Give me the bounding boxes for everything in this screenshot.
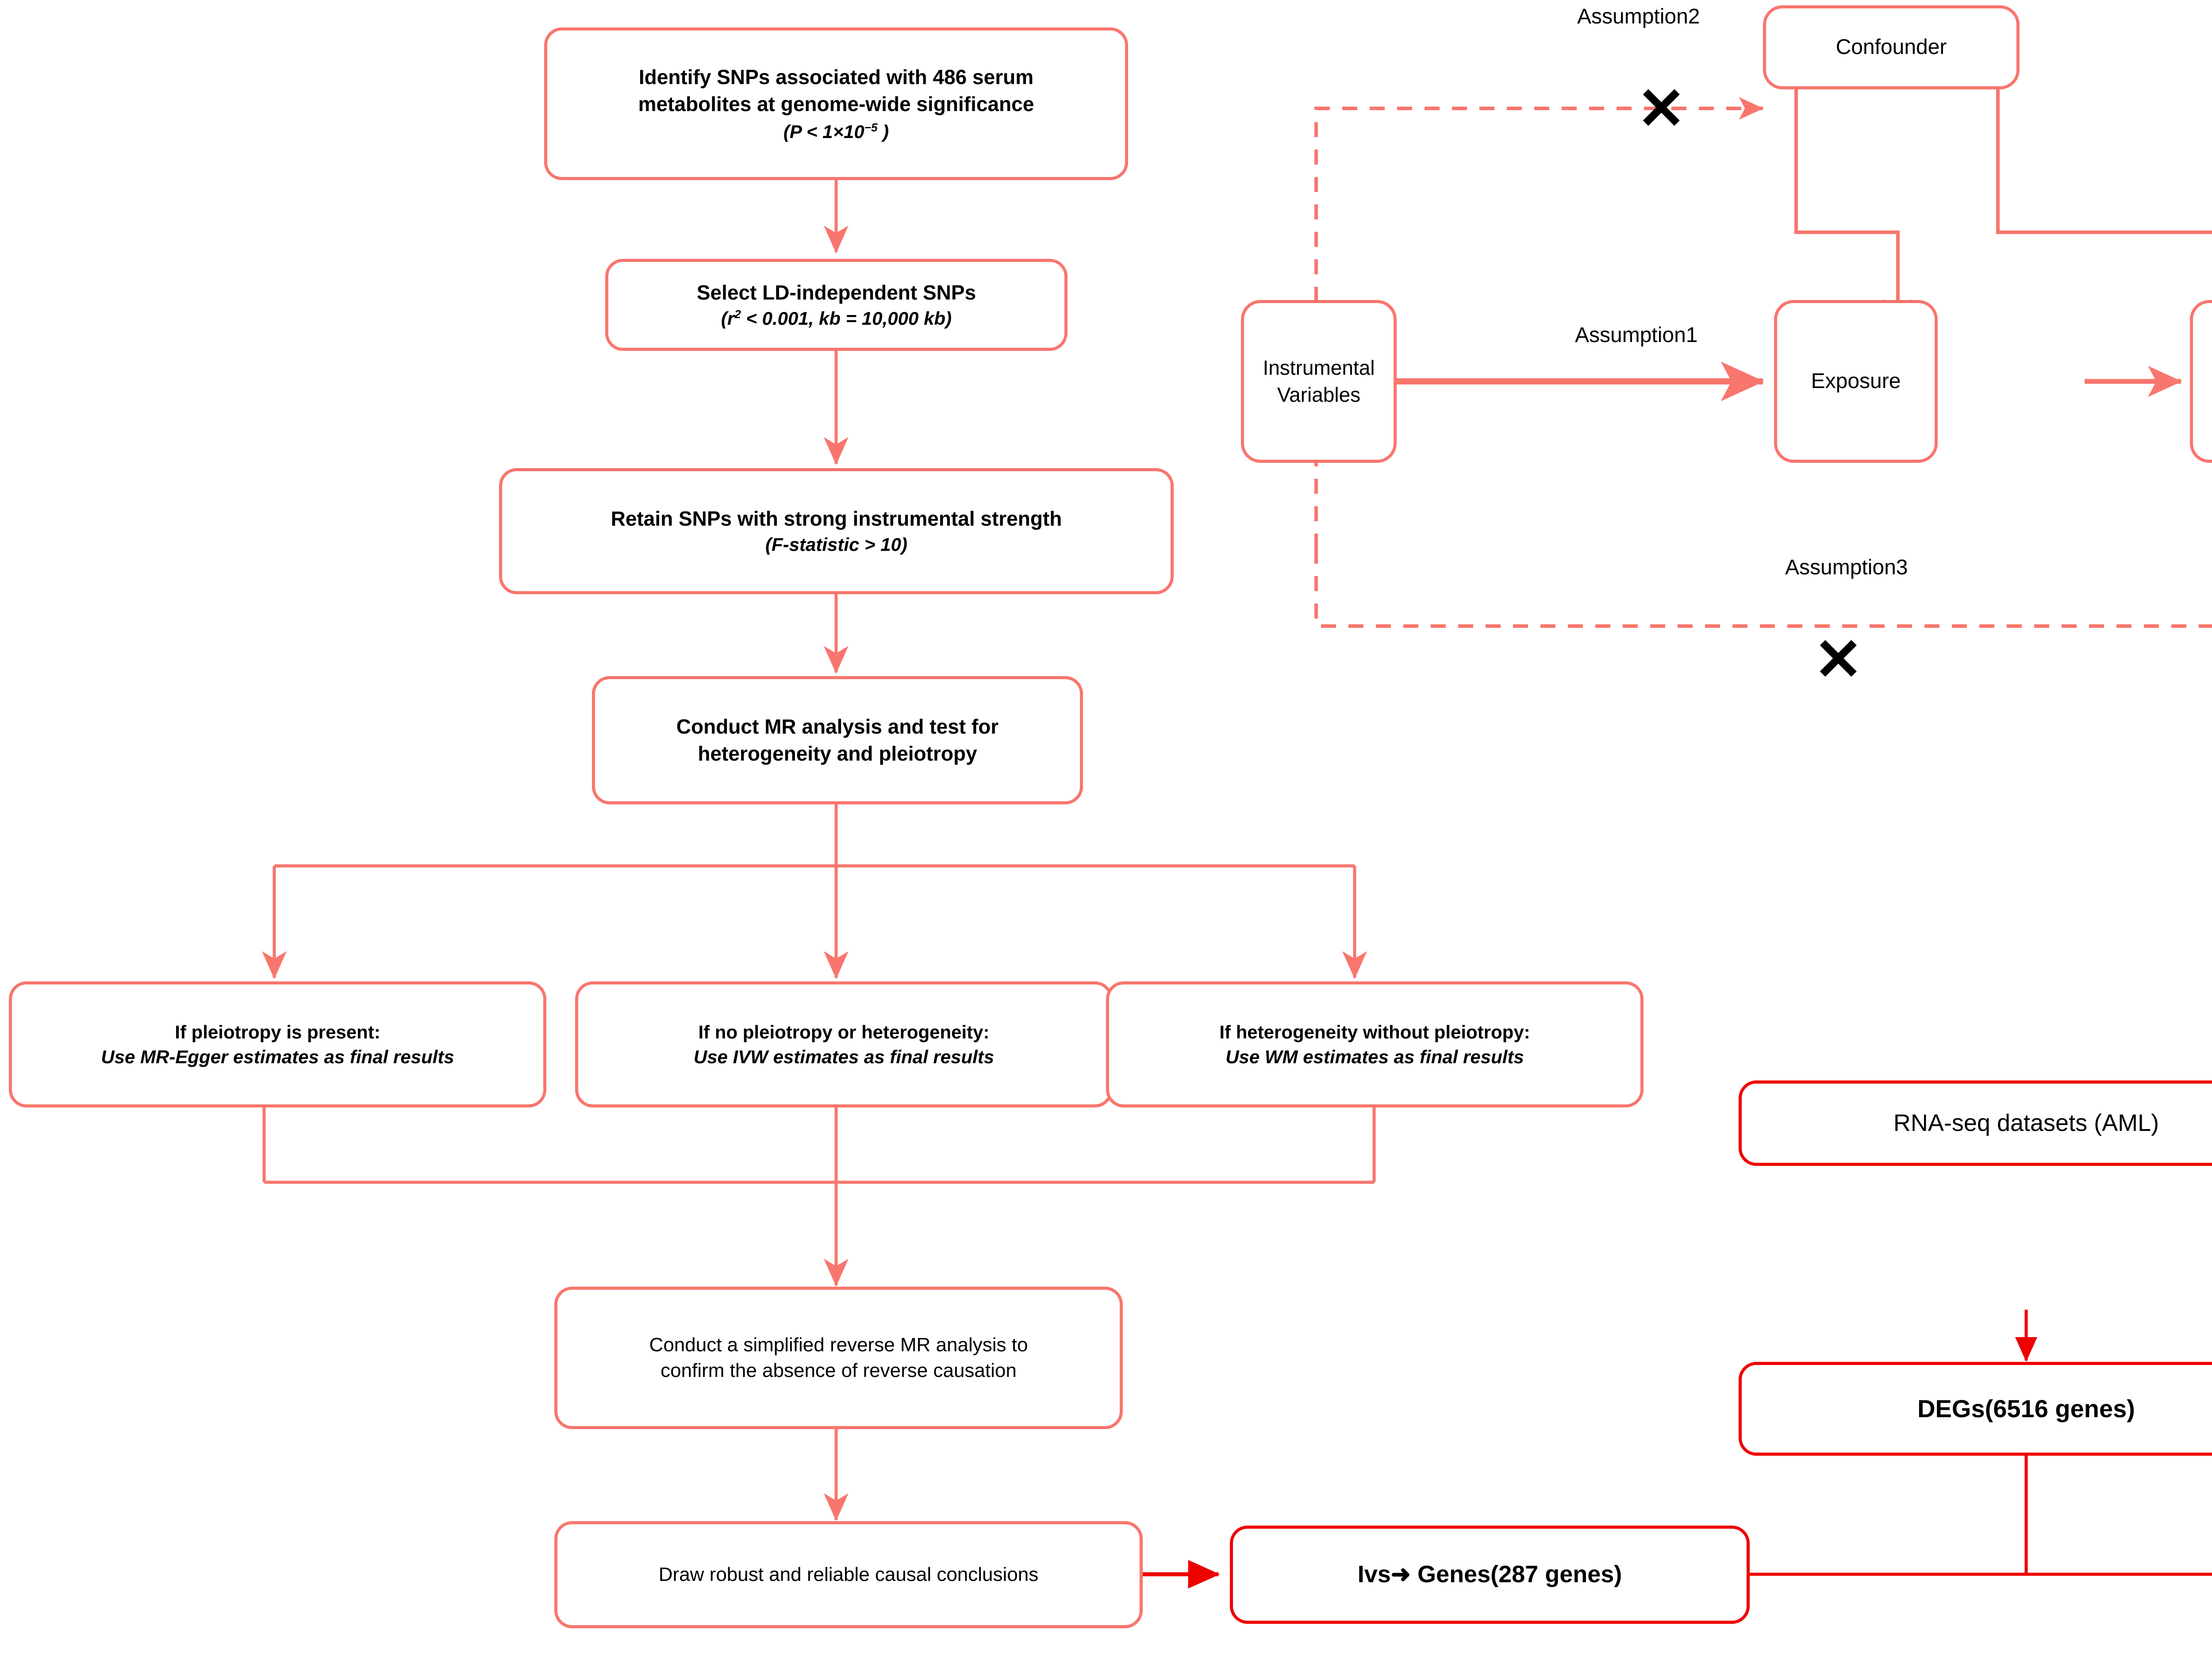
branch-middle-line2: Use IVW estimates as final results — [693, 1046, 995, 1067]
dag-iv-line1: Instrumental — [1263, 356, 1375, 380]
node-ivs-to-genes[interactable]: Ivs➜ Genes(287 genes) — [1230, 1526, 1750, 1624]
dag-connectors — [1314, 89, 2212, 628]
node-conduct-mr-analysis[interactable]: Conduct MR analysis and test for heterog… — [592, 676, 1083, 804]
node-select-ld-text: Select LD-independent SNPs (r2 < 0.001, … — [685, 279, 987, 331]
violation-x-icon-assumption2: ✕ — [1637, 76, 1686, 141]
node-rnaseq-datasets-text: RNA-seq datasets (AML) — [1893, 1109, 2159, 1136]
select-ld-line2: (r2 < 0.001, kb = 10,000 kb) — [697, 306, 976, 331]
node-reverse-mr-text: Conduct a simplified reverse MR analysis… — [638, 1332, 1040, 1384]
conduct-mr-line1: Conduct MR analysis and test for — [676, 715, 999, 738]
dag-node-outcome[interactable]: Outcome — [2190, 300, 2212, 463]
node-degs[interactable]: DEGs(6516 genes) — [1739, 1362, 2212, 1456]
dag-iv-line2: Variables — [1277, 383, 1361, 406]
node-identify-snps[interactable]: Identify SNPs associated with 486 serum … — [544, 27, 1128, 180]
reverse-mr-line1: Conduct a simplified reverse MR analysis… — [649, 1334, 1028, 1356]
reverse-mr-line2: confirm the absence of reverse causation — [661, 1360, 1017, 1381]
dag-node-exposure[interactable]: Exposure — [1774, 300, 1938, 463]
node-branch-heterogeneity[interactable]: If heterogeneity without pleiotropy: Use… — [1106, 981, 1644, 1107]
identify-snps-pval-exponent: −5 — [864, 120, 878, 134]
conduct-mr-line2: heterogeneity and pleiotropy — [698, 742, 977, 765]
branch-right-line1: If heterogeneity without pleiotropy: — [1219, 1022, 1530, 1043]
node-retain-snps-text: Retain SNPs with strong instrumental str… — [599, 505, 1074, 557]
dag-node-confounder[interactable]: Confounder — [1763, 5, 2020, 89]
node-reverse-mr-analysis[interactable]: Conduct a simplified reverse MR analysis… — [554, 1287, 1123, 1429]
node-identify-snps-text: Identify SNPs associated with 486 serum … — [627, 64, 1046, 144]
identify-snps-line3: (P < 1×10−5 ) — [638, 119, 1034, 144]
identify-snps-pval-suffix: ) — [877, 121, 889, 142]
dag-exposure-label: Exposure — [1811, 369, 1901, 393]
node-branch-left-text: If pleiotropy is present: Use MR-Egger e… — [89, 1020, 465, 1069]
identify-snps-line2: metabolites at genome-wide significance — [638, 92, 1034, 115]
dag-node-instrumental-variables[interactable]: Instrumental Variables — [1241, 300, 1397, 463]
node-rnaseq-datasets[interactable]: RNA-seq datasets (AML) — [1739, 1080, 2212, 1166]
dag-label-assumption2: Assumption2 — [1577, 5, 1700, 28]
violation-x-icon-assumption3: ✕ — [1814, 627, 1863, 692]
node-branch-right-text: If heterogeneity without pleiotropy: Use… — [1208, 1020, 1541, 1069]
select-ld-line1: Select LD-independent SNPs — [696, 281, 976, 304]
select-ld-r2-prefix: (r — [721, 308, 735, 329]
select-ld-r2-exponent: 2 — [734, 307, 741, 321]
node-branch-middle-text: If no pleiotropy or heterogeneity: Use I… — [682, 1020, 1006, 1069]
identify-snps-pval-prefix: (P < 1×10 — [783, 121, 864, 142]
dag-confounder-label: Confounder — [1836, 35, 1947, 59]
branch-middle-line1: If no pleiotropy or heterogeneity: — [698, 1022, 990, 1043]
branch-right-line2: Use WM estimates as final results — [1225, 1046, 1524, 1067]
node-degs-text: DEGs(6516 genes) — [1917, 1395, 2135, 1423]
main-flow-connectors — [262, 179, 1376, 1521]
node-draw-conclusions[interactable]: Draw robust and reliable causal conclusi… — [554, 1521, 1143, 1628]
branch-left-line1: If pleiotropy is present: — [175, 1022, 380, 1043]
node-select-ld-independent[interactable]: Select LD-independent SNPs (r2 < 0.001, … — [605, 259, 1068, 351]
dag-label-assumption3: Assumption3 — [1785, 556, 1908, 579]
branch-left-line2: Use MR-Egger estimates as final results — [101, 1046, 454, 1067]
node-branch-pleiotropy-present[interactable]: If pleiotropy is present: Use MR-Egger e… — [9, 981, 546, 1107]
identify-snps-line1: Identify SNPs associated with 486 serum — [638, 65, 1034, 89]
node-conduct-mr-text: Conduct MR analysis and test for heterog… — [665, 713, 1010, 767]
node-ivs-to-genes-text: Ivs➜ Genes(287 genes) — [1357, 1561, 1622, 1588]
node-draw-conclusions-text: Draw robust and reliable causal conclusi… — [658, 1563, 1039, 1585]
retain-snps-line1: Retain SNPs with strong instrumental str… — [611, 507, 1062, 531]
rnaseq-connectors — [1750, 1310, 2212, 1576]
node-branch-no-pleiotropy[interactable]: If no pleiotropy or heterogeneity: Use I… — [575, 981, 1113, 1107]
select-ld-r2-suffix: < 0.001, kb = 10,000 kb) — [741, 308, 952, 329]
dag-label-assumption1: Assumption1 — [1575, 323, 1698, 347]
node-retain-snps-strength[interactable]: Retain SNPs with strong instrumental str… — [499, 468, 1174, 594]
dag-instrumental-variables-label: Instrumental Variables — [1251, 354, 1386, 408]
retain-snps-line2: (F-statistic > 10) — [765, 534, 907, 555]
